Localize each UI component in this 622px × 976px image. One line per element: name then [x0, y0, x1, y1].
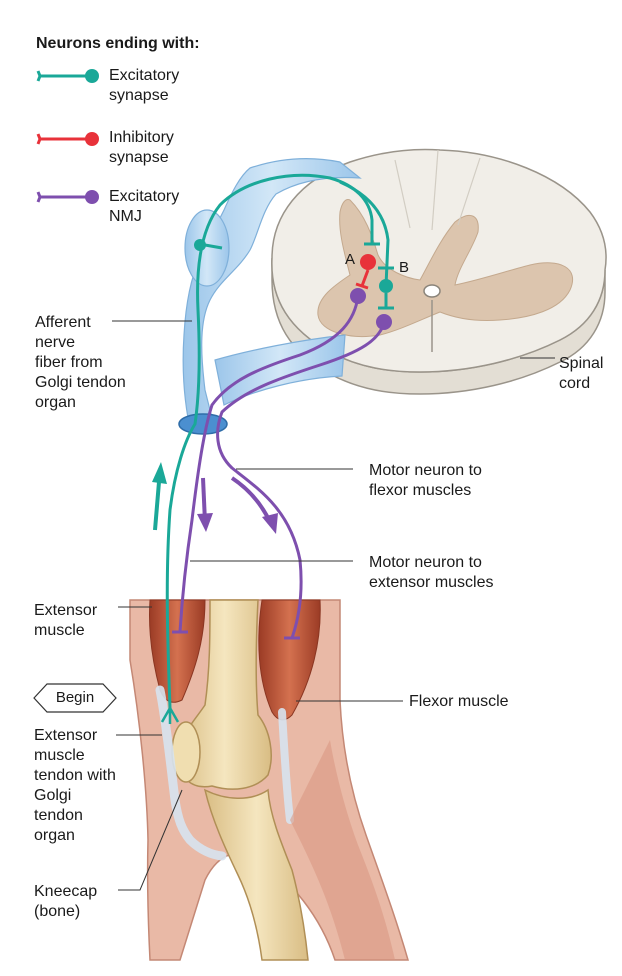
motor-flexor-soma: [376, 314, 392, 330]
extensor-muscle-shape: [149, 599, 206, 703]
direction-arrows: [152, 462, 278, 534]
spinal-cord-label: Spinal cord: [559, 355, 604, 392]
neuron-paths: [160, 173, 394, 724]
gray-matter: [317, 199, 573, 337]
extensor-muscle-label: Extensor muscle: [34, 602, 98, 639]
legend-label-excitatory-synapse: Excitatory synapse: [109, 67, 180, 104]
ganglion-branch: [204, 243, 223, 250]
septum-line: [394, 159, 411, 229]
legend-symbols: [36, 69, 99, 204]
leader-lines: [112, 320, 555, 891]
afferent-branch-b: [339, 180, 390, 287]
spinal-cord: [271, 148, 607, 395]
begin-label: Begin: [55, 689, 95, 706]
legend-title: Neurons ending with:: [36, 35, 200, 52]
legend-label-inhibitory-synapse: Inhibitory synapse: [109, 129, 174, 166]
extensor-down-arrowhead: [197, 513, 213, 532]
interneuron-b-label: B: [399, 259, 410, 276]
tibia: [203, 788, 309, 961]
ventral-root: [214, 334, 346, 406]
interneuron-a-label: A: [345, 251, 356, 268]
calf: [290, 740, 395, 960]
begin-marker: Begin: [33, 683, 117, 713]
motor-extensor-soma: [350, 288, 366, 304]
legend-excitatory-synapse-icon: [36, 69, 99, 83]
motor-extensor-axon: [178, 295, 360, 633]
interneuron-a-axon: [355, 269, 370, 290]
afferent-up-arrowhead: [152, 462, 167, 484]
begin-hexagon: [33, 683, 117, 713]
femur: [177, 599, 272, 790]
afferent-fiber: [165, 173, 374, 709]
leg: [129, 599, 409, 961]
motor-extensor-label: Motor neuron to extensor muscles: [369, 554, 494, 591]
interneuron-b-soma: [379, 279, 393, 293]
kneecap-label: Kneecap (bone): [34, 883, 98, 920]
dorsal-root-ganglion: [184, 209, 230, 287]
central-canal: [423, 284, 441, 298]
flexor-tendon: [278, 708, 294, 824]
legend-inhibitory-synapse-icon: [36, 132, 99, 146]
afferent-label: Afferent nerve fiber from Golgi tendon o…: [35, 314, 126, 411]
tendon-label: Extensor muscle tendon with Golgi tendon…: [34, 727, 116, 844]
flexor-muscle-label: Flexor muscle: [409, 693, 509, 710]
extensor-tendon: [155, 685, 227, 861]
ganglion-cell-body: [194, 239, 206, 251]
legend-label-excitatory-nmj: Excitatory NMJ: [109, 188, 180, 225]
motor-flexor-axon: [216, 321, 386, 639]
septum-line: [457, 157, 481, 226]
septum-line: [431, 149, 439, 231]
interneuron-a-soma: [360, 254, 376, 270]
golgi-receptor: [160, 707, 180, 724]
motor-flexor-label: Motor neuron to flexor muscles: [369, 462, 482, 499]
leader-kneecap: [118, 789, 183, 891]
interneuron-b-axon: [378, 293, 394, 310]
flexor-down-arrowhead: [262, 513, 278, 534]
legend-excitatory-nmj-icon: [36, 190, 99, 204]
